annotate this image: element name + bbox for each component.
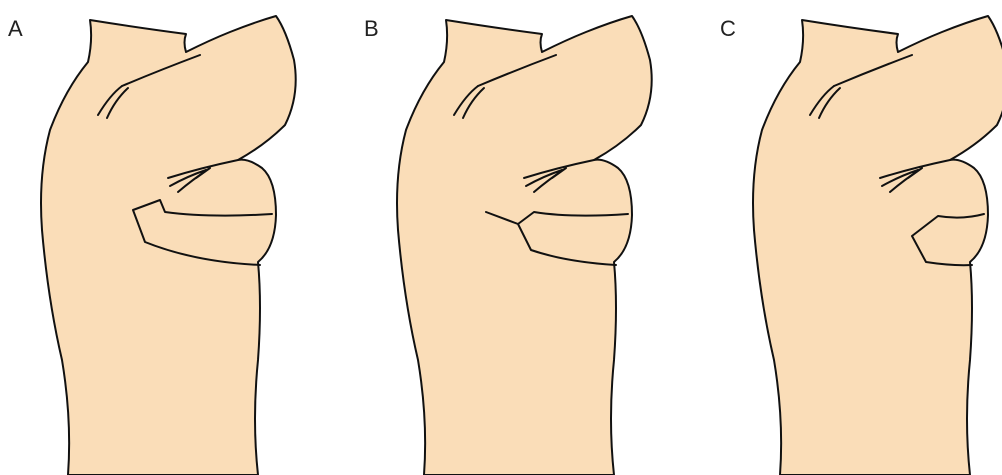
panel-c: C <box>712 0 1002 475</box>
torso-silhouette <box>753 16 1002 475</box>
panel-label-a: A <box>8 16 23 42</box>
panel-a-drawing <box>0 0 334 475</box>
panel-b: B <box>356 0 690 475</box>
panel-label-c: C <box>720 16 736 42</box>
panel-a: A <box>0 0 334 475</box>
panel-label-b: B <box>364 16 379 42</box>
torso-silhouette <box>397 16 652 475</box>
torso-silhouette <box>41 16 296 475</box>
panel-c-drawing <box>712 0 1002 475</box>
panel-b-drawing <box>356 0 690 475</box>
